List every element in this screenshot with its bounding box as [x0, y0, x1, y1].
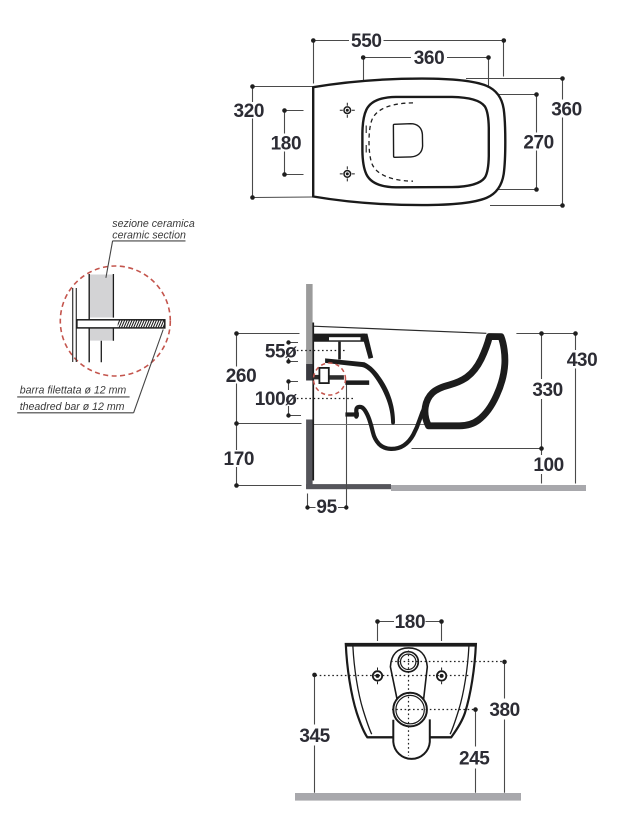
svg-text:270: 270 — [523, 132, 554, 153]
svg-text:360: 360 — [414, 48, 445, 69]
svg-text:320: 320 — [234, 101, 265, 122]
svg-text:260: 260 — [226, 366, 257, 387]
svg-text:330: 330 — [532, 380, 563, 401]
svg-text:100: 100 — [533, 455, 564, 476]
svg-text:180: 180 — [395, 612, 426, 633]
svg-text:ceramic section: ceramic section — [112, 230, 186, 242]
svg-text:95: 95 — [316, 497, 337, 518]
svg-text:430: 430 — [567, 350, 598, 371]
svg-text:360: 360 — [551, 100, 582, 121]
svg-text:100ø: 100ø — [255, 389, 298, 410]
svg-text:345: 345 — [299, 726, 330, 747]
svg-text:55ø: 55ø — [265, 342, 297, 363]
svg-text:170: 170 — [224, 449, 255, 470]
svg-text:theadred bar ø 12 mm: theadred bar ø 12 mm — [20, 401, 125, 413]
svg-text:sezione ceramica: sezione ceramica — [112, 218, 195, 230]
svg-text:380: 380 — [489, 700, 520, 721]
svg-text:180: 180 — [271, 133, 302, 154]
svg-text:barra filettata ø 12 mm: barra filettata ø 12 mm — [20, 385, 127, 397]
svg-text:550: 550 — [351, 31, 382, 52]
svg-text:245: 245 — [459, 748, 490, 769]
